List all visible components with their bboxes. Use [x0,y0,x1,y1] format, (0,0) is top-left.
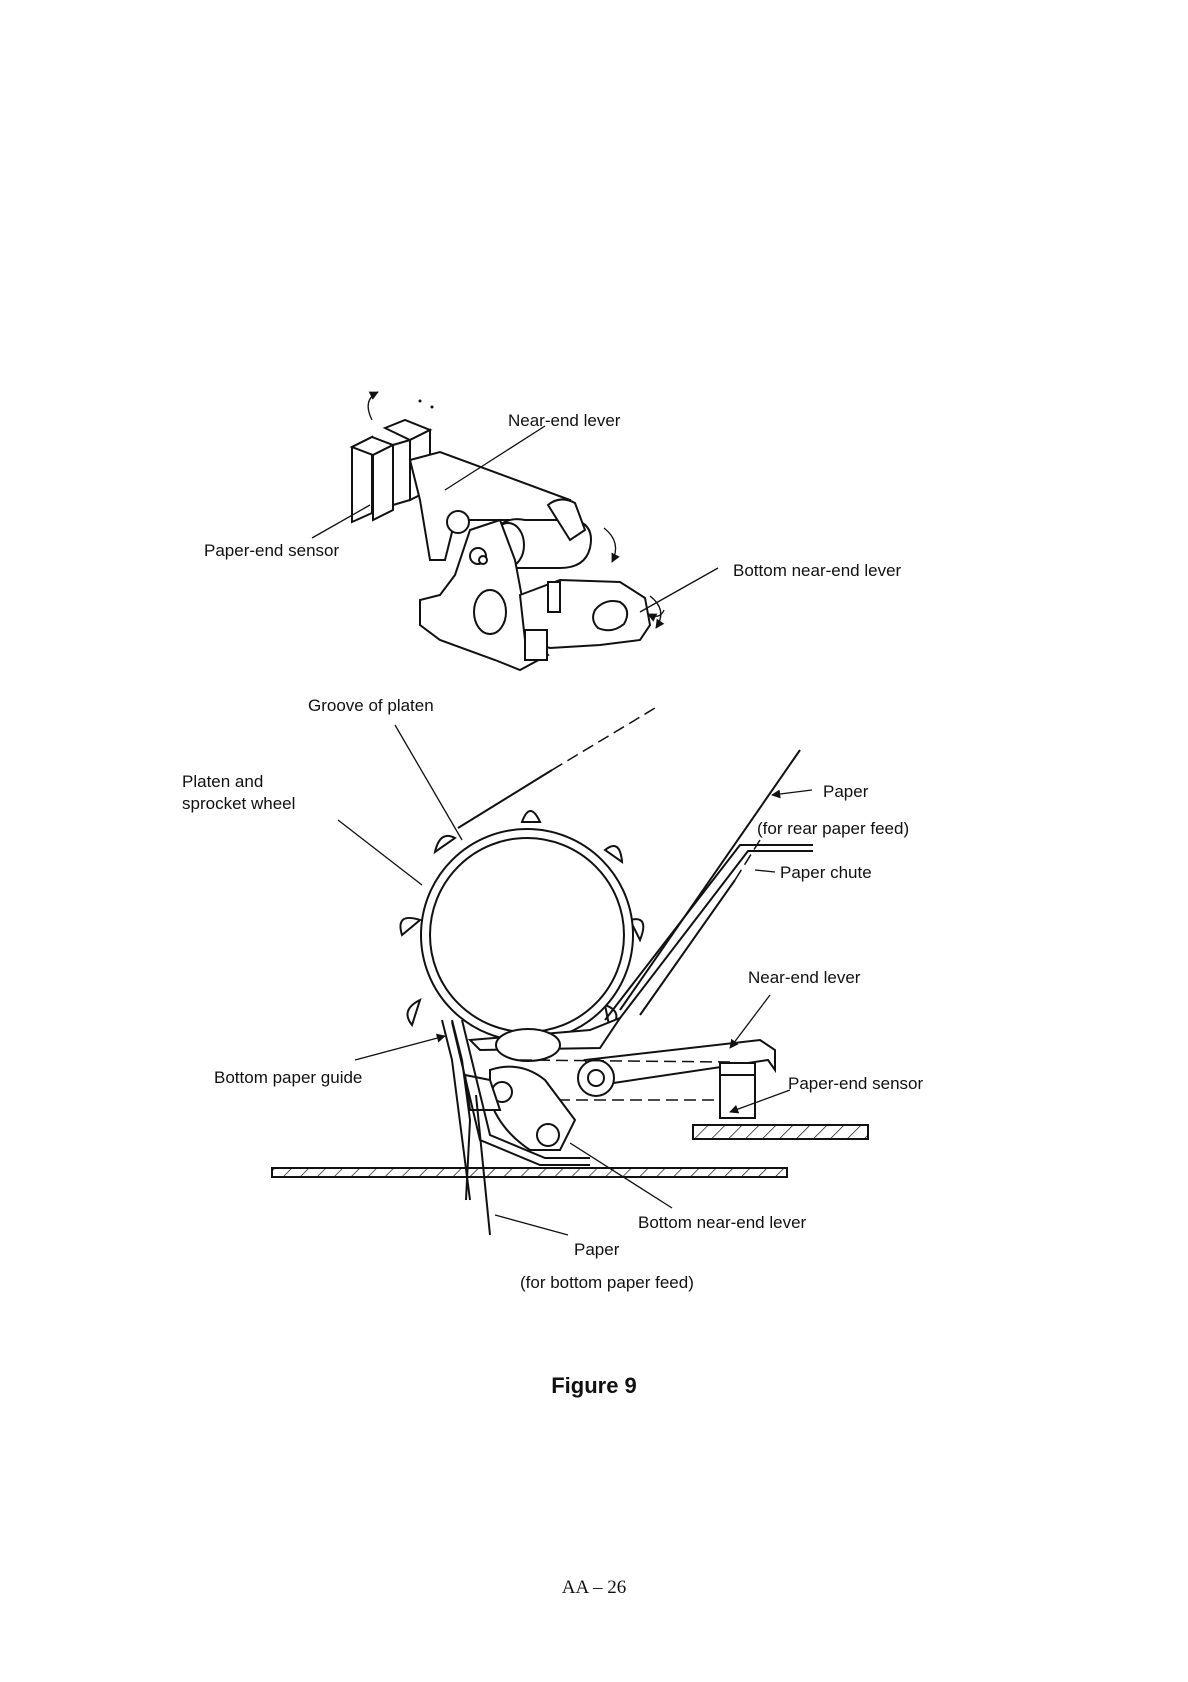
top-assembly-drawing [352,392,664,670]
label-bottom-near-end-lever-top: Bottom near-end lever [733,561,902,580]
label-paper-bottom: Paper [574,1240,620,1259]
label-paper-chute: Paper chute [780,863,872,882]
page-number: AA – 26 [0,1577,1188,1599]
label-paper-rear: Paper [823,782,869,801]
label-bottom-near-end-lever-bottom: Bottom near-end lever [638,1213,807,1232]
label-paper-end-sensor-top: Paper-end sensor [204,541,339,560]
label-platen-line2: sprocket wheel [182,794,295,813]
label-near-end-lever-top: Near-end lever [508,411,621,430]
label-platen-line1: Platen and [182,772,263,791]
label-paper-bottom-sub: (for bottom paper feed) [520,1273,694,1292]
label-bottom-paper-guide: Bottom paper guide [214,1068,362,1087]
label-near-end-lever-bottom: Near-end lever [748,968,861,987]
label-groove-of-platen: Groove of platen [308,696,434,715]
figure-caption: Figure 9 [0,1373,1188,1399]
label-paper-end-sensor-bottom: Paper-end sensor [788,1074,923,1093]
label-paper-rear-sub: (for rear paper feed) [757,819,909,838]
